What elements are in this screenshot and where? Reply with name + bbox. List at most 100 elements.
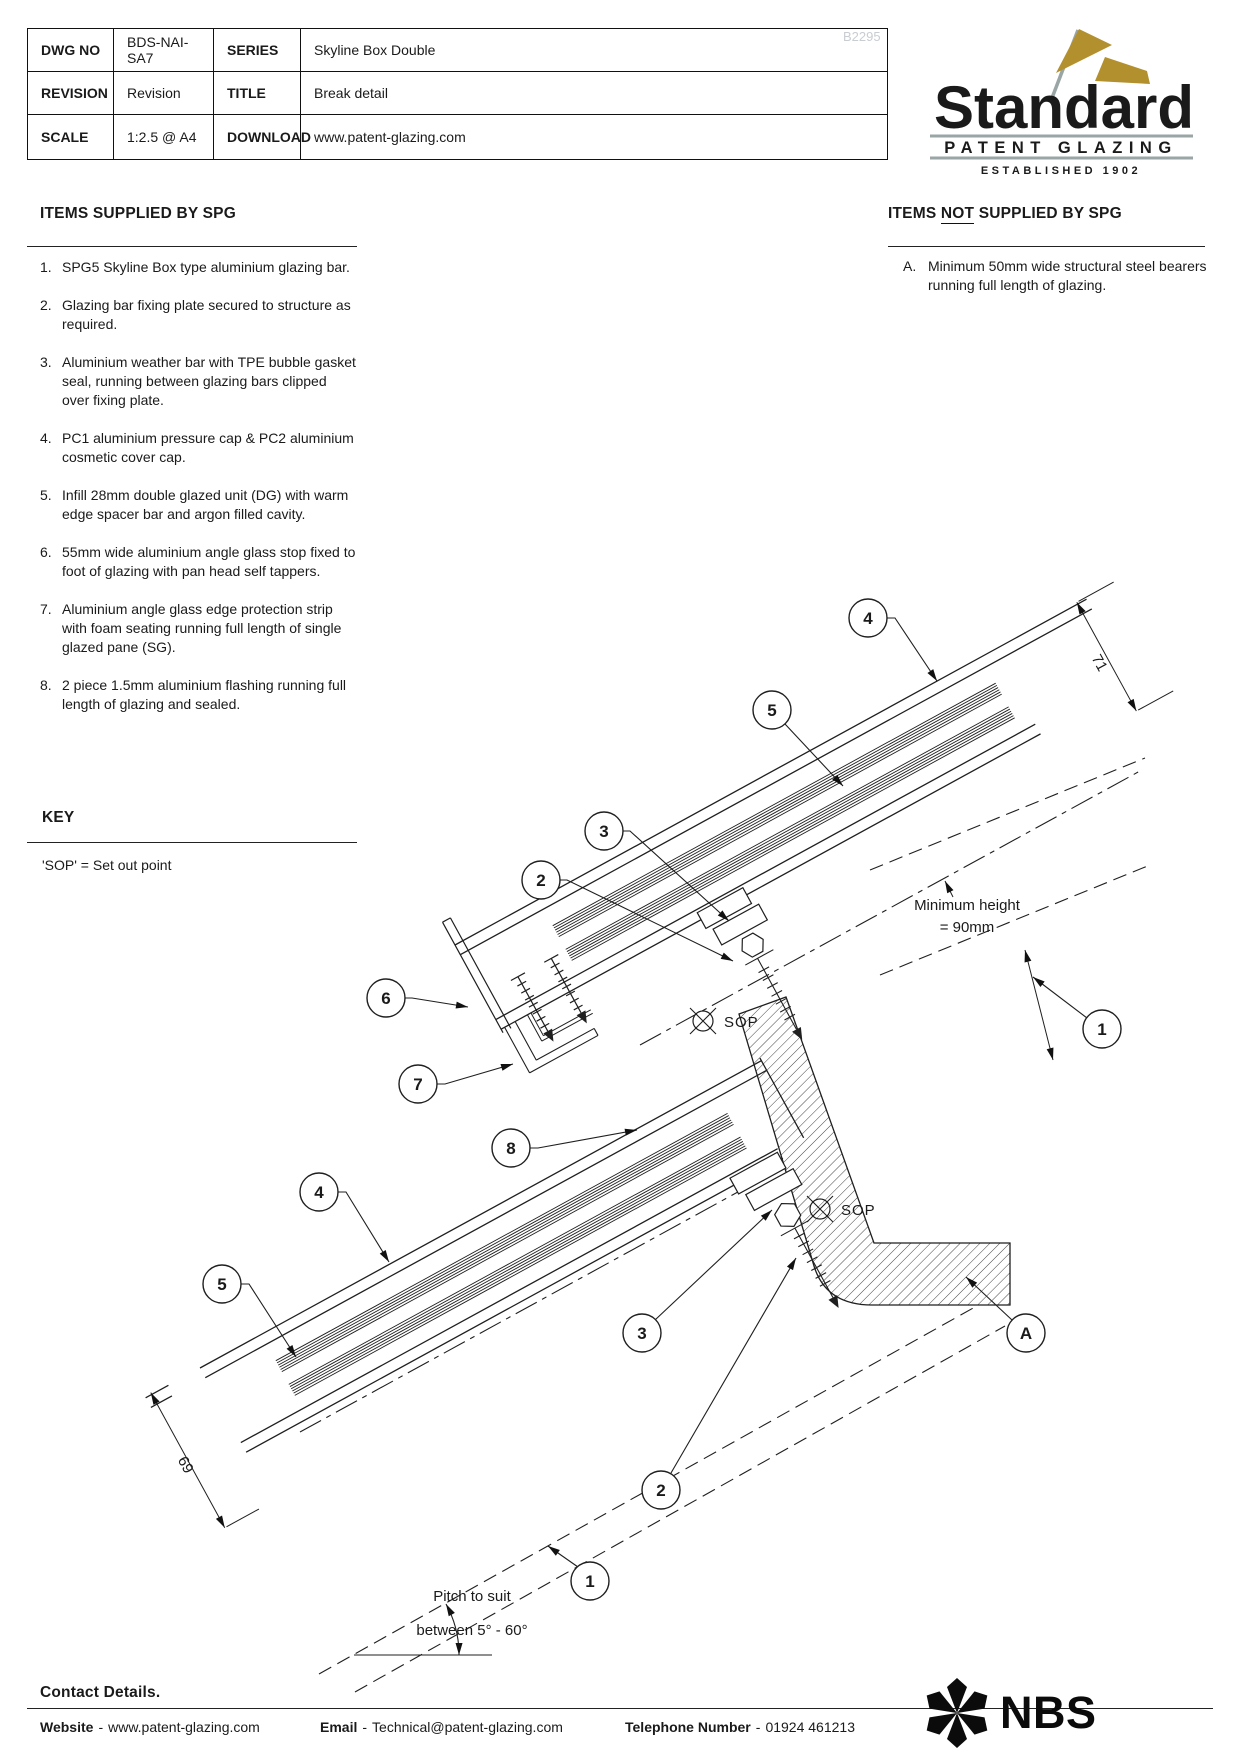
glass-pane-upper <box>275 1112 734 1373</box>
not-underlined: NOT <box>940 205 975 224</box>
svg-text:A: A <box>1020 1324 1032 1343</box>
svg-text:2: 2 <box>656 1481 665 1500</box>
callout-1-right: 1 <box>1082 1009 1122 1049</box>
list-item: 1.SPG5 Skyline Box type aluminium glazin… <box>40 259 350 275</box>
list-item: 4.PC1 aluminium pressure cap & PC2 alumi… <box>40 430 354 465</box>
watermark-code: B2295 <box>843 29 881 44</box>
svg-text:3: 3 <box>599 822 608 841</box>
svg-text:3: 3 <box>637 1324 646 1343</box>
svg-text:= 90mm: = 90mm <box>940 919 995 936</box>
title-label: TITLE <box>214 72 301 116</box>
key-entry: 'SOP' = Set out point <box>42 857 172 873</box>
hex-bolt-icon <box>773 1202 802 1227</box>
website-url[interactable]: www.patent-glazing.com <box>108 1719 260 1735</box>
sop-label: SOP <box>841 1202 876 1219</box>
upper-fixing-bracket <box>696 886 803 1040</box>
callout-4-upper: 4 <box>848 598 888 638</box>
series-label: SERIES <box>214 29 301 73</box>
hex-bolt-icon <box>741 932 764 958</box>
callout-7: 7 <box>398 1064 438 1104</box>
logo-established: ESTABLISHED 1902 <box>981 165 1141 177</box>
title-value: Break detail <box>301 72 887 116</box>
glass-pane-lower <box>288 1136 747 1396</box>
svg-text:4: 4 <box>314 1183 324 1202</box>
svg-text:5: 5 <box>217 1275 226 1294</box>
supplied-items-list: 1.SPG5 Skyline Box type aluminium glazin… <box>40 258 357 733</box>
email-address[interactable]: Technical@patent-glazing.com <box>372 1719 563 1735</box>
nbs-logo-icon <box>926 1678 988 1748</box>
list-item: 7.Aluminium angle glass edge protection … <box>40 601 342 655</box>
revision-value: Revision <box>114 72 214 116</box>
callout-2-lower: 2 <box>641 1470 681 1510</box>
upper-hidden-lines <box>639 757 1151 1046</box>
list-item: 3.Aluminium weather bar with TPE bubble … <box>40 354 356 408</box>
dwg-no-label: DWG NO <box>28 29 114 73</box>
supplied-rule <box>27 246 357 247</box>
logo-flag-icon-2 <box>1095 57 1150 84</box>
lower-glazing-assembly: 69 <box>145 1057 839 1528</box>
technical-drawing: 71 69 SOP SOP Minimum heigh <box>145 581 1174 1693</box>
callout-6: 6 <box>366 978 406 1018</box>
contact-details-heading: Contact Details. <box>40 1684 161 1701</box>
svg-text:1: 1 <box>585 1572 594 1591</box>
scale-label: SCALE <box>28 115 114 159</box>
callout-A: A <box>1006 1313 1046 1353</box>
glass-pane-upper <box>552 682 1002 938</box>
callout-5-upper: 5 <box>752 690 792 730</box>
callout-balloons: 4 5 3 2 6 7 8 4 5 3 2 1 1 A <box>202 598 1122 1601</box>
callout-1-bottom: 1 <box>570 1561 610 1601</box>
svg-text:Pitch to suit: Pitch to suit <box>433 1588 511 1605</box>
nbs-logo-text: NBS <box>1000 1687 1097 1738</box>
phone-label: Telephone Number <box>625 1719 751 1735</box>
dim-upper-value: 71 <box>1088 652 1111 675</box>
self-tapper-screws <box>510 954 587 1042</box>
sop-label: SOP <box>724 1014 759 1031</box>
logo-name: Standard <box>934 74 1194 141</box>
svg-text:6: 6 <box>381 989 390 1008</box>
callout-3-lower: 3 <box>622 1313 662 1353</box>
svg-text:8: 8 <box>506 1139 515 1158</box>
list-item: 6.55mm wide aluminium angle glass stop f… <box>40 544 356 579</box>
glass-stop-angle <box>504 1021 599 1074</box>
callout-5-lower: 5 <box>202 1264 242 1304</box>
svg-text:7: 7 <box>413 1075 422 1094</box>
pitch-annotation: Pitch to suit between 5° - 60° <box>354 1588 528 1656</box>
callout-3-upper: 3 <box>584 811 624 851</box>
download-url[interactable]: www.patent-glazing.com <box>314 128 466 145</box>
callout-2-upper: 2 <box>521 860 561 900</box>
key-heading: KEY <box>42 809 75 826</box>
dimension-upper: 71 <box>1076 581 1174 712</box>
sop-marker-1: SOP <box>689 1007 759 1035</box>
svg-text:1: 1 <box>1097 1020 1106 1039</box>
series-value: Skyline Box Double <box>301 29 887 73</box>
list-item: 8.2 piece 1.5mm aluminium flashing runni… <box>40 677 347 712</box>
svg-text:Minimum height: Minimum height <box>914 897 1021 914</box>
footer-website: Website-www.patent-glazing.com <box>40 1719 260 1735</box>
sop-marker-2: SOP <box>806 1195 876 1223</box>
logo-flag-icon <box>1056 29 1112 73</box>
edge-protection-strip <box>526 1009 593 1042</box>
email-label: Email <box>320 1719 358 1735</box>
website-label: Website <box>40 1719 94 1735</box>
footer-phone: Telephone Number-01924 461213 <box>625 1719 855 1735</box>
list-item: 5.Infill 28mm double glazed unit (DG) wi… <box>40 487 349 522</box>
upper-foot-end <box>441 917 512 1034</box>
not-supplied-item: A. Minimum 50mm wide structural steel be… <box>903 258 1207 293</box>
svg-text:between 5° - 60°: between 5° - 60° <box>416 1622 527 1639</box>
steel-bearer-angle <box>738 996 1011 1306</box>
company-logo: Standard PATENT GLAZING ESTABLISHED 1902 <box>930 29 1194 177</box>
footer-email: Email-Technical@patent-glazing.com <box>320 1719 563 1735</box>
upper-glazing-assembly: 71 <box>441 581 1174 1074</box>
glass-pane-lower <box>565 706 1015 961</box>
not-supplied-rule <box>888 246 1205 247</box>
svg-text:2: 2 <box>536 871 545 890</box>
dwg-no-value: BDS-NAI-SA7 <box>114 29 214 73</box>
dim-lower-value: 69 <box>174 1454 197 1477</box>
lower-fixing-bracket <box>729 1151 839 1308</box>
title-block: DWG NO BDS-NAI-SA7 SERIES Skyline Box Do… <box>27 28 888 160</box>
key-rule <box>27 842 357 843</box>
list-item: 2.Glazing bar fixing plate secured to st… <box>40 297 351 332</box>
svg-text:4: 4 <box>863 609 873 628</box>
min-height-annotation: Minimum height = 90mm <box>914 880 1054 1061</box>
